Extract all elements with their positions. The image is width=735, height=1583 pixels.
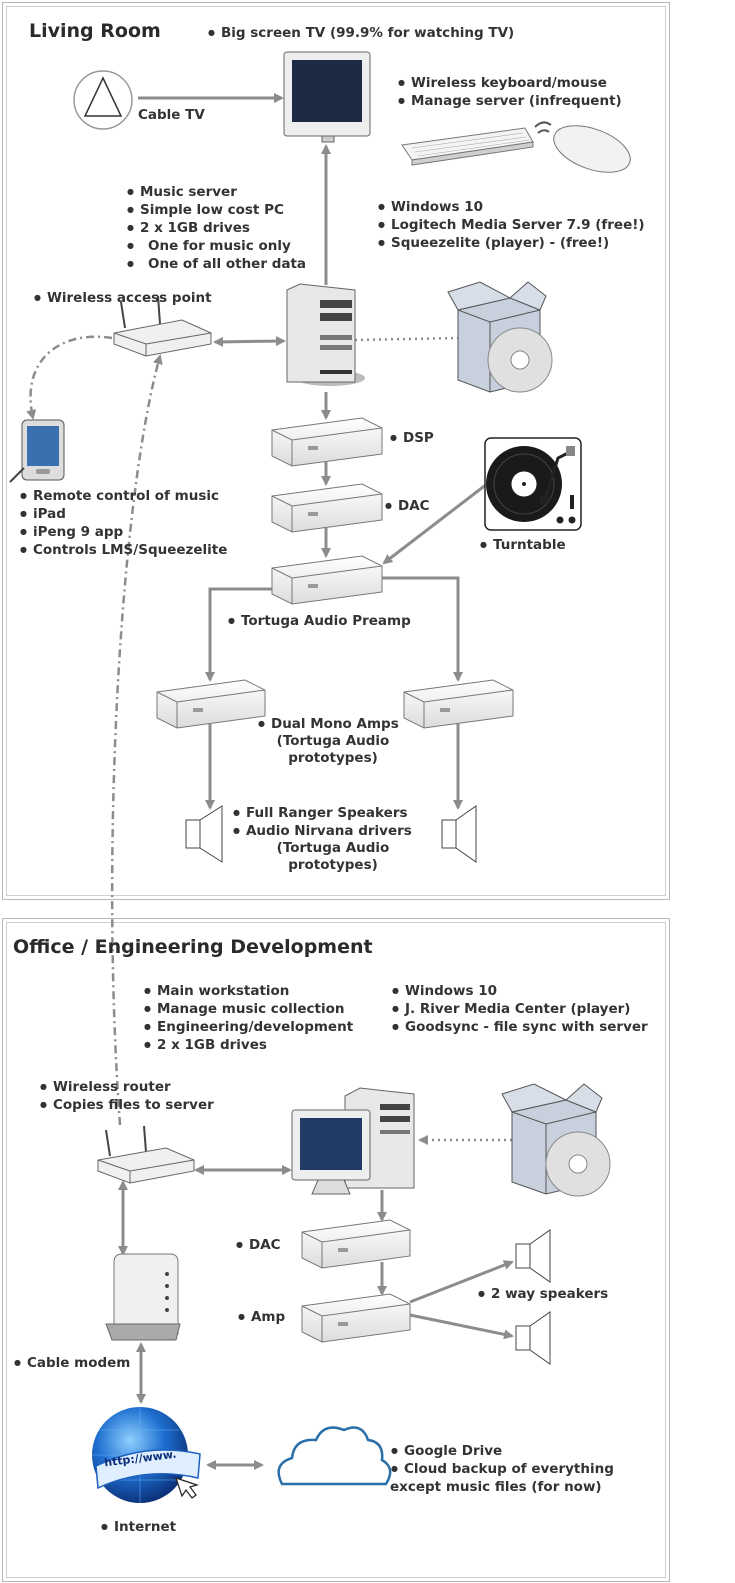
list-item: Logitech Media Server 7.9 (free!) (378, 216, 645, 234)
cable-modem-icon (105, 1253, 181, 1341)
list-item: except music files (for now) (389, 1478, 614, 1496)
list-item: Google Drive (391, 1442, 614, 1460)
cloud-icon (277, 1426, 392, 1486)
speaker-right-icon (441, 805, 477, 863)
list-item: Main workstation (144, 982, 353, 1000)
list-item: Simple low cost PC (127, 201, 306, 219)
dac-box-icon (271, 483, 383, 533)
cable-modem-label: Cable modem (14, 1354, 130, 1372)
amp-right-box-icon (403, 679, 514, 729)
amps-label: Dual Mono Amps (Tortuga Audio prototypes… (258, 715, 418, 767)
wap-label: Wireless access point (34, 289, 212, 307)
ipad-icon (9, 419, 65, 483)
internet-label: Internet (101, 1518, 176, 1536)
amps-line-2: (Tortuga Audio (276, 733, 390, 749)
software-box-icon (447, 281, 553, 393)
tv-label: Big screen TV (99.9% for watching TV) (208, 24, 514, 42)
amps-line-1: Dual Mono Amps (258, 715, 418, 733)
list-item: iPad (20, 505, 227, 523)
list-item: Copies files to server (40, 1096, 214, 1114)
keyboard-notes: Wireless keyboard/mouse Manage server (i… (398, 74, 622, 110)
list-item: Squeezelite (player) - (free!) (378, 234, 645, 252)
workstation-notes: Main workstation Manage music collection… (144, 982, 353, 1054)
office-speakers-label: 2 way speakers (478, 1285, 608, 1303)
office-amp-box-icon (301, 1293, 411, 1343)
list-item: Wireless keyboard/mouse (398, 74, 622, 92)
office-wires (118, 1165, 514, 1470)
living-room-software-notes: Windows 10 Logitech Media Server 7.9 (fr… (378, 198, 645, 252)
list-item: Manage server (infrequent) (398, 92, 622, 110)
list-item: J. River Media Center (player) (392, 1000, 648, 1018)
list-item: Controls LMS/Squeezelite (20, 541, 227, 559)
list-item: Windows 10 (392, 982, 648, 1000)
office-speaker-top-icon (515, 1229, 551, 1283)
office-amp-label: Amp (238, 1308, 285, 1326)
workstation-icon (291, 1087, 415, 1195)
cable-tv-label: Cable TV (138, 107, 205, 123)
office-software-notes: Windows 10 J. River Media Center (player… (392, 982, 648, 1036)
wireless-links (26, 335, 163, 1126)
internet-globe-icon (92, 1407, 201, 1503)
turntable-label: Turntable (480, 536, 566, 554)
list-item: Remote control of music (20, 487, 227, 505)
living-room-dotted-links (354, 336, 459, 342)
list-item: Wireless router (40, 1078, 214, 1096)
list-item: iPeng 9 app (20, 523, 227, 541)
sub-item-text: One for music only (147, 238, 291, 254)
amps-line-3: prototypes) (288, 750, 378, 766)
office-dac-box-icon (301, 1219, 411, 1269)
list-item: Manage music collection (144, 1000, 353, 1018)
list-item: 2 x 1GB drives (144, 1036, 353, 1054)
dac-label: DAC (385, 497, 430, 515)
list-item: Engineering/development (144, 1018, 353, 1036)
dsp-label: DSP (390, 429, 434, 447)
preamp-label: Tortuga Audio Preamp (228, 612, 411, 630)
server-notes: Music server Simple low cost PC 2 x 1GB … (127, 183, 306, 273)
speakers-line-4: prototypes) (288, 857, 378, 873)
keyboard-mouse-icon (401, 121, 631, 173)
office-title: Office / Engineering Development (13, 936, 373, 958)
speakers-line-2: Audio Nirvana drivers (233, 822, 433, 840)
tv-icon (283, 51, 371, 143)
speakers-line-1: Full Ranger Speakers (233, 804, 433, 822)
list-item: Windows 10 (378, 198, 645, 216)
office-software-box-icon (501, 1083, 611, 1197)
router-notes: Wireless router Copies files to server (40, 1078, 214, 1114)
list-item: 2 x 1GB drives (127, 219, 306, 237)
wireless-router-icon (97, 1125, 195, 1184)
speakers-label: Full Ranger Speakers Audio Nirvana drive… (233, 804, 433, 874)
living-room-wires (138, 93, 488, 810)
dsp-box-icon (271, 417, 383, 467)
cloud-line-3: except music files (for now) (389, 1479, 602, 1495)
turntable-icon (484, 437, 582, 531)
music-server-icon (286, 283, 365, 386)
cable-tv-icon (73, 70, 133, 130)
cloud-notes: Google Drive Cloud backup of everything … (389, 1442, 614, 1496)
office-dac-label: DAC (236, 1236, 281, 1254)
office-speaker-bottom-icon (515, 1311, 551, 1365)
ipad-notes: Remote control of music iPad iPeng 9 app… (20, 487, 227, 559)
list-item: Goodsync - file sync with server (392, 1018, 648, 1036)
amp-left-box-icon (156, 679, 266, 729)
list-item: One of all other data (127, 255, 306, 273)
sub-item-text: One of all other data (147, 256, 307, 272)
speakers-line-3: (Tortuga Audio (276, 840, 390, 856)
living-room-title: Living Room (29, 20, 161, 42)
speaker-left-icon (185, 805, 223, 863)
list-item: Music server (127, 183, 306, 201)
list-item: One for music only (127, 237, 306, 255)
preamp-box-icon (271, 555, 383, 605)
list-item: Cloud backup of everything (391, 1460, 614, 1478)
